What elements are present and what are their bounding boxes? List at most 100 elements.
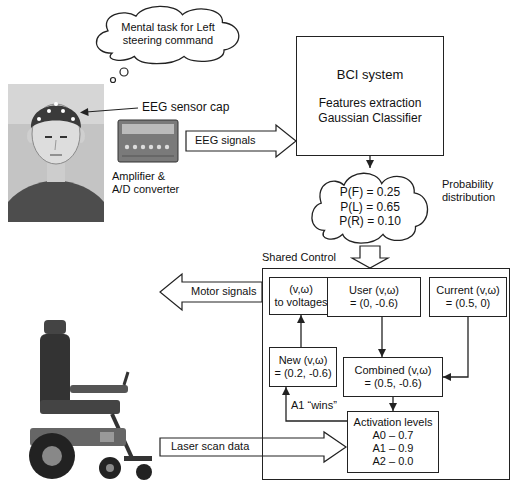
node-heading: Combined (v,ω): [355, 364, 432, 377]
node-heading: New (v,ω): [274, 354, 331, 367]
wheelchair-photo: [29, 320, 152, 480]
arrowhead: [389, 403, 397, 411]
edge-label: A1 “wins”: [291, 399, 337, 412]
electrode: [71, 117, 75, 121]
cloud-shape: [96, 6, 238, 63]
shirt: [8, 180, 104, 222]
eye: [45, 136, 52, 138]
eye: [60, 136, 67, 138]
backrest: [40, 334, 70, 410]
amplifier-photo: [118, 120, 178, 162]
node-text: P(R) = 0.10: [325, 214, 415, 228]
block-arrow-shape: [352, 246, 388, 268]
connector: [389, 397, 397, 411]
amplifier-socket: [141, 145, 145, 149]
leader-line: [86, 108, 138, 112]
activation-box: Activation levelsA0 – 0.7A1 – 0.9A2 – 0.…: [347, 411, 439, 473]
eeg-cap: [31, 106, 81, 129]
signal-arrow: [186, 125, 296, 157]
arrowhead: [297, 315, 305, 323]
arrowhead: [378, 349, 386, 357]
person-photo: [8, 84, 104, 222]
text-group: Activation levelsA0 – 0.7A1 – 0.9A2 – 0.…: [354, 416, 433, 469]
node-text: = (0.2, -0.6): [274, 367, 331, 380]
value-box: Combined (v,ω)= (0.5, -0.6): [343, 357, 443, 397]
electrode: [47, 109, 51, 113]
node-text: = (0.5, -0.6): [355, 377, 432, 390]
mouth: [50, 154, 62, 156]
headrest: [44, 320, 66, 334]
part-label: Amplifier & A/D converter: [112, 170, 184, 196]
node-heading: Current (v,ω): [436, 284, 499, 297]
amplifier-detail: [122, 156, 174, 157]
value-box: Current (v,ω)= (0.5, 0): [429, 277, 507, 317]
amplifier-panel: [122, 124, 174, 134]
connector: [282, 387, 347, 421]
node-text: to voltages: [274, 296, 327, 309]
connector: [378, 317, 386, 357]
text-group: Mental task for Left steering command: [109, 21, 227, 47]
text-group: P(F) = 0.25P(L) = 0.65P(R) = 0.10: [325, 185, 415, 228]
panel-heading: Shared Control: [262, 251, 336, 264]
amplifier-case: [118, 120, 178, 162]
node-heading: Mental task for Left steering command: [109, 21, 227, 47]
process-box: BCI systemFeatures extraction Gaussian C…: [296, 36, 444, 156]
amplifier-socket: [125, 145, 129, 149]
signal-label: EEG signals: [194, 134, 257, 147]
joystick: [124, 372, 128, 385]
cloud-shape: [312, 173, 428, 243]
arrowhead: [366, 160, 374, 168]
amplifier-socket: [133, 145, 137, 149]
node-text: A1 – 0.9: [354, 442, 433, 455]
thought-cloud: Mental task for Left steering command: [88, 2, 248, 66]
node-text: Features extraction Gaussian Classifier: [304, 96, 436, 125]
caster-wheel: [136, 464, 152, 480]
drive-wheel: [29, 433, 75, 479]
amplifier-socket: [165, 145, 169, 149]
electrode: [61, 109, 65, 113]
armrest: [70, 385, 128, 393]
node-heading: BCI system: [304, 67, 436, 83]
probability-cloud: P(F) = 0.25P(L) = 0.65P(R) = 0.10: [305, 168, 435, 246]
arrowhead: [443, 373, 451, 381]
photo-background: [8, 84, 104, 222]
text-group: Current (v,ω)= (0.5, 0): [436, 284, 499, 310]
node-heading: (v,ω): [274, 283, 327, 296]
value-box: User (v,ω)= (0, -0.6): [327, 277, 421, 317]
leader-arrowhead: [80, 108, 89, 116]
text-group: (v,ω)to voltages: [274, 283, 327, 309]
text-group: Combined (v,ω)= (0.5, -0.6): [355, 364, 432, 390]
note-label: Probability distribution: [442, 178, 504, 204]
node-heading: User (v,ω): [349, 284, 399, 297]
signal-label: Motor signals: [190, 285, 257, 298]
text-group: User (v,ω)= (0, -0.6): [349, 284, 399, 310]
footplate: [124, 456, 152, 461]
connector: [297, 315, 305, 347]
text-group: New (v,ω)= (0.2, -0.6): [274, 354, 331, 380]
signal-arrow: [160, 432, 346, 462]
node-heading: P(F) = 0.25: [325, 185, 415, 199]
wheel-hub: [42, 446, 62, 466]
node-text: A2 – 0.0: [354, 455, 433, 468]
electrode: [37, 117, 41, 121]
connector-line: [443, 317, 468, 377]
connector-line: [286, 387, 347, 421]
seat: [40, 400, 120, 414]
electrode: [54, 102, 58, 106]
nose: [55, 140, 56, 150]
node-heading: Activation levels: [354, 416, 433, 429]
connector: [443, 317, 468, 381]
value-box: New (v,ω)= (0.2, -0.6): [269, 347, 337, 387]
shared-control-panel: Shared Control(v,ω)to voltagesUser (v,ω)…: [262, 268, 510, 480]
part-label: EEG sensor cap: [142, 100, 229, 114]
amplifier-socket: [149, 145, 153, 149]
node-text: A0 – 0.7: [354, 429, 433, 442]
node-text: = (0, -0.6): [349, 297, 399, 310]
node-text: = (0.5, 0): [436, 297, 499, 310]
thought-bubble: [111, 78, 116, 83]
signal-arrow: [160, 274, 262, 310]
text-group: BCI systemFeatures extraction Gaussian C…: [304, 67, 436, 125]
node-text: P(L) = 0.65: [325, 200, 415, 214]
caster-wheel: [99, 457, 121, 479]
